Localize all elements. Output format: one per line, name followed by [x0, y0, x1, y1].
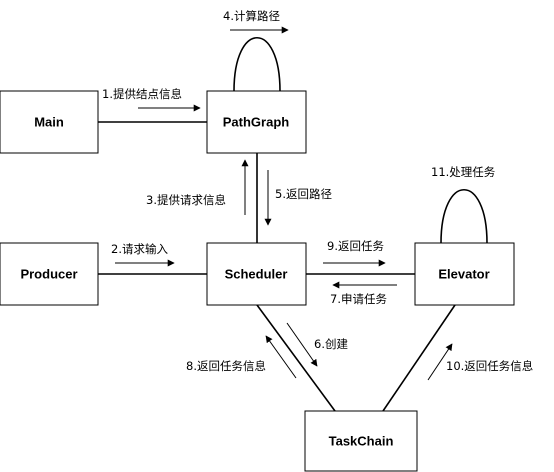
node-taskchain-label: TaskChain	[329, 434, 394, 449]
label-e5: 5.返回路径	[275, 187, 332, 201]
node-producer-label: Producer	[20, 267, 77, 282]
label-e8: 8.返回任务信息	[186, 359, 266, 373]
connectors	[98, 36, 488, 412]
link-elevator-taskchain	[382, 304, 456, 412]
edge-labels: 1.提供结点信息 4.计算路径 3.提供请求信息 5.返回路径 2.请求输入 9…	[102, 9, 533, 373]
label-e11: 11.处理任务	[431, 165, 496, 179]
message-arrows	[115, 26, 453, 381]
arrow-e6	[286, 322, 318, 367]
label-e6: 6.创建	[314, 337, 348, 351]
node-producer: Producer	[0, 242, 99, 306]
self-loop-elevator	[440, 188, 488, 244]
node-elevator-label: Elevator	[438, 267, 489, 282]
node-scheduler-label: Scheduler	[225, 267, 288, 282]
node-main-label: Main	[34, 115, 64, 130]
label-e7: 7.申请任务	[330, 292, 387, 306]
node-scheduler: Scheduler	[206, 242, 307, 306]
node-pathgraph: PathGraph	[206, 90, 307, 154]
node-taskchain: TaskChain	[304, 410, 418, 472]
node-elevator: Elevator	[414, 242, 515, 306]
label-e10: 10.返回任务信息	[446, 359, 533, 373]
link-scheduler-taskchain	[256, 304, 336, 412]
arrow-e10	[427, 343, 453, 381]
node-pathgraph-label: PathGraph	[223, 115, 290, 130]
label-e9: 9.返回任务	[327, 239, 384, 253]
node-main: Main	[0, 90, 99, 154]
label-e1: 1.提供结点信息	[102, 87, 182, 101]
self-loop-pathgraph	[233, 36, 281, 92]
label-e2: 2.请求输入	[111, 242, 168, 256]
label-e4: 4.计算路径	[223, 9, 280, 23]
arrow-e8	[265, 335, 297, 379]
label-e3: 3.提供请求信息	[146, 193, 226, 207]
